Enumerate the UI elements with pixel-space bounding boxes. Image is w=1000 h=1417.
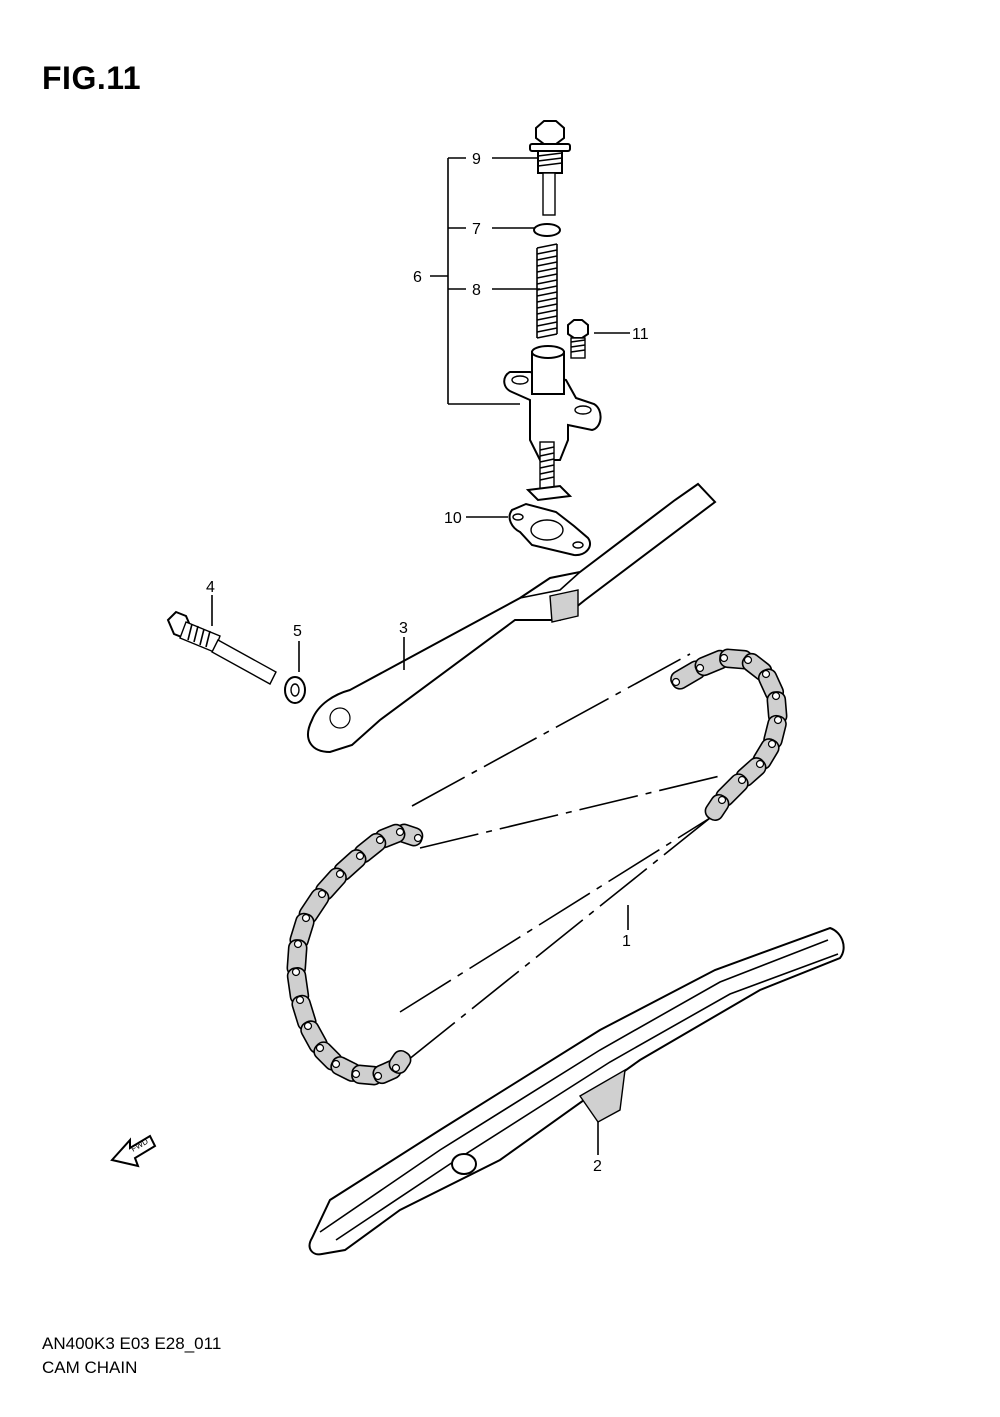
chain-pin [391,1063,401,1073]
chain-pin [301,913,311,923]
callout-11: 11 [632,326,649,343]
callout-4: 4 [206,579,215,596]
forward-direction-arrow: FWD [110,1134,157,1168]
chain-pin [375,835,385,845]
chain-pin [767,739,777,749]
diagram-name: CAM CHAIN [42,1358,138,1377]
tensioner-gasket [466,502,592,557]
chain-pin [373,1071,383,1081]
callout-1: 1 [622,933,631,950]
chain-pin [695,663,705,673]
callout-8: 8 [472,282,481,299]
chain-pin [761,669,771,679]
chain-pin [295,995,305,1005]
tensioner-arm-bolt [166,595,277,685]
callout-5: 5 [293,623,302,640]
tensioner-mounting-bolt [567,319,630,359]
chain-pin [303,1021,313,1031]
chain-pin [395,827,405,837]
cam-chain-guide [308,926,845,1256]
chain-pin [771,691,781,701]
cam-chain [286,648,788,1086]
chain-pin [719,653,729,663]
callout-9: 9 [472,151,481,168]
chain-pin [351,1069,361,1079]
chain-pin [315,1043,325,1053]
chain-pin [743,655,753,665]
chain-pin [355,851,365,861]
chain-pin [413,833,423,843]
diagram-code: AN400K3 E03 E28_011 [42,1334,222,1353]
tensioner-body [503,345,602,502]
chain-pin [717,795,727,805]
callout-2: 2 [593,1158,602,1175]
chain-pin [737,775,747,785]
cam-chain-tensioner-arm [307,482,717,754]
callout-7: 7 [472,221,481,238]
tensioner-assembly-bracket [430,157,540,405]
chain-pin [335,869,345,879]
chain-pin [755,759,765,769]
callout-10: 10 [444,510,462,527]
figure-title: FIG.11 [42,60,142,96]
tensioner-cap-bolt [529,120,571,216]
tensioner-spring [536,243,558,339]
o-ring [533,223,561,237]
callout-6: 6 [413,269,422,286]
chain-pin [293,939,303,949]
chain-pin [773,715,783,725]
chain-pin [331,1059,341,1069]
callout-3: 3 [399,620,408,637]
chain-pin [317,889,327,899]
chain-pin [291,967,301,977]
chain-pin [671,677,681,687]
tensioner-arm-washer [284,641,306,704]
